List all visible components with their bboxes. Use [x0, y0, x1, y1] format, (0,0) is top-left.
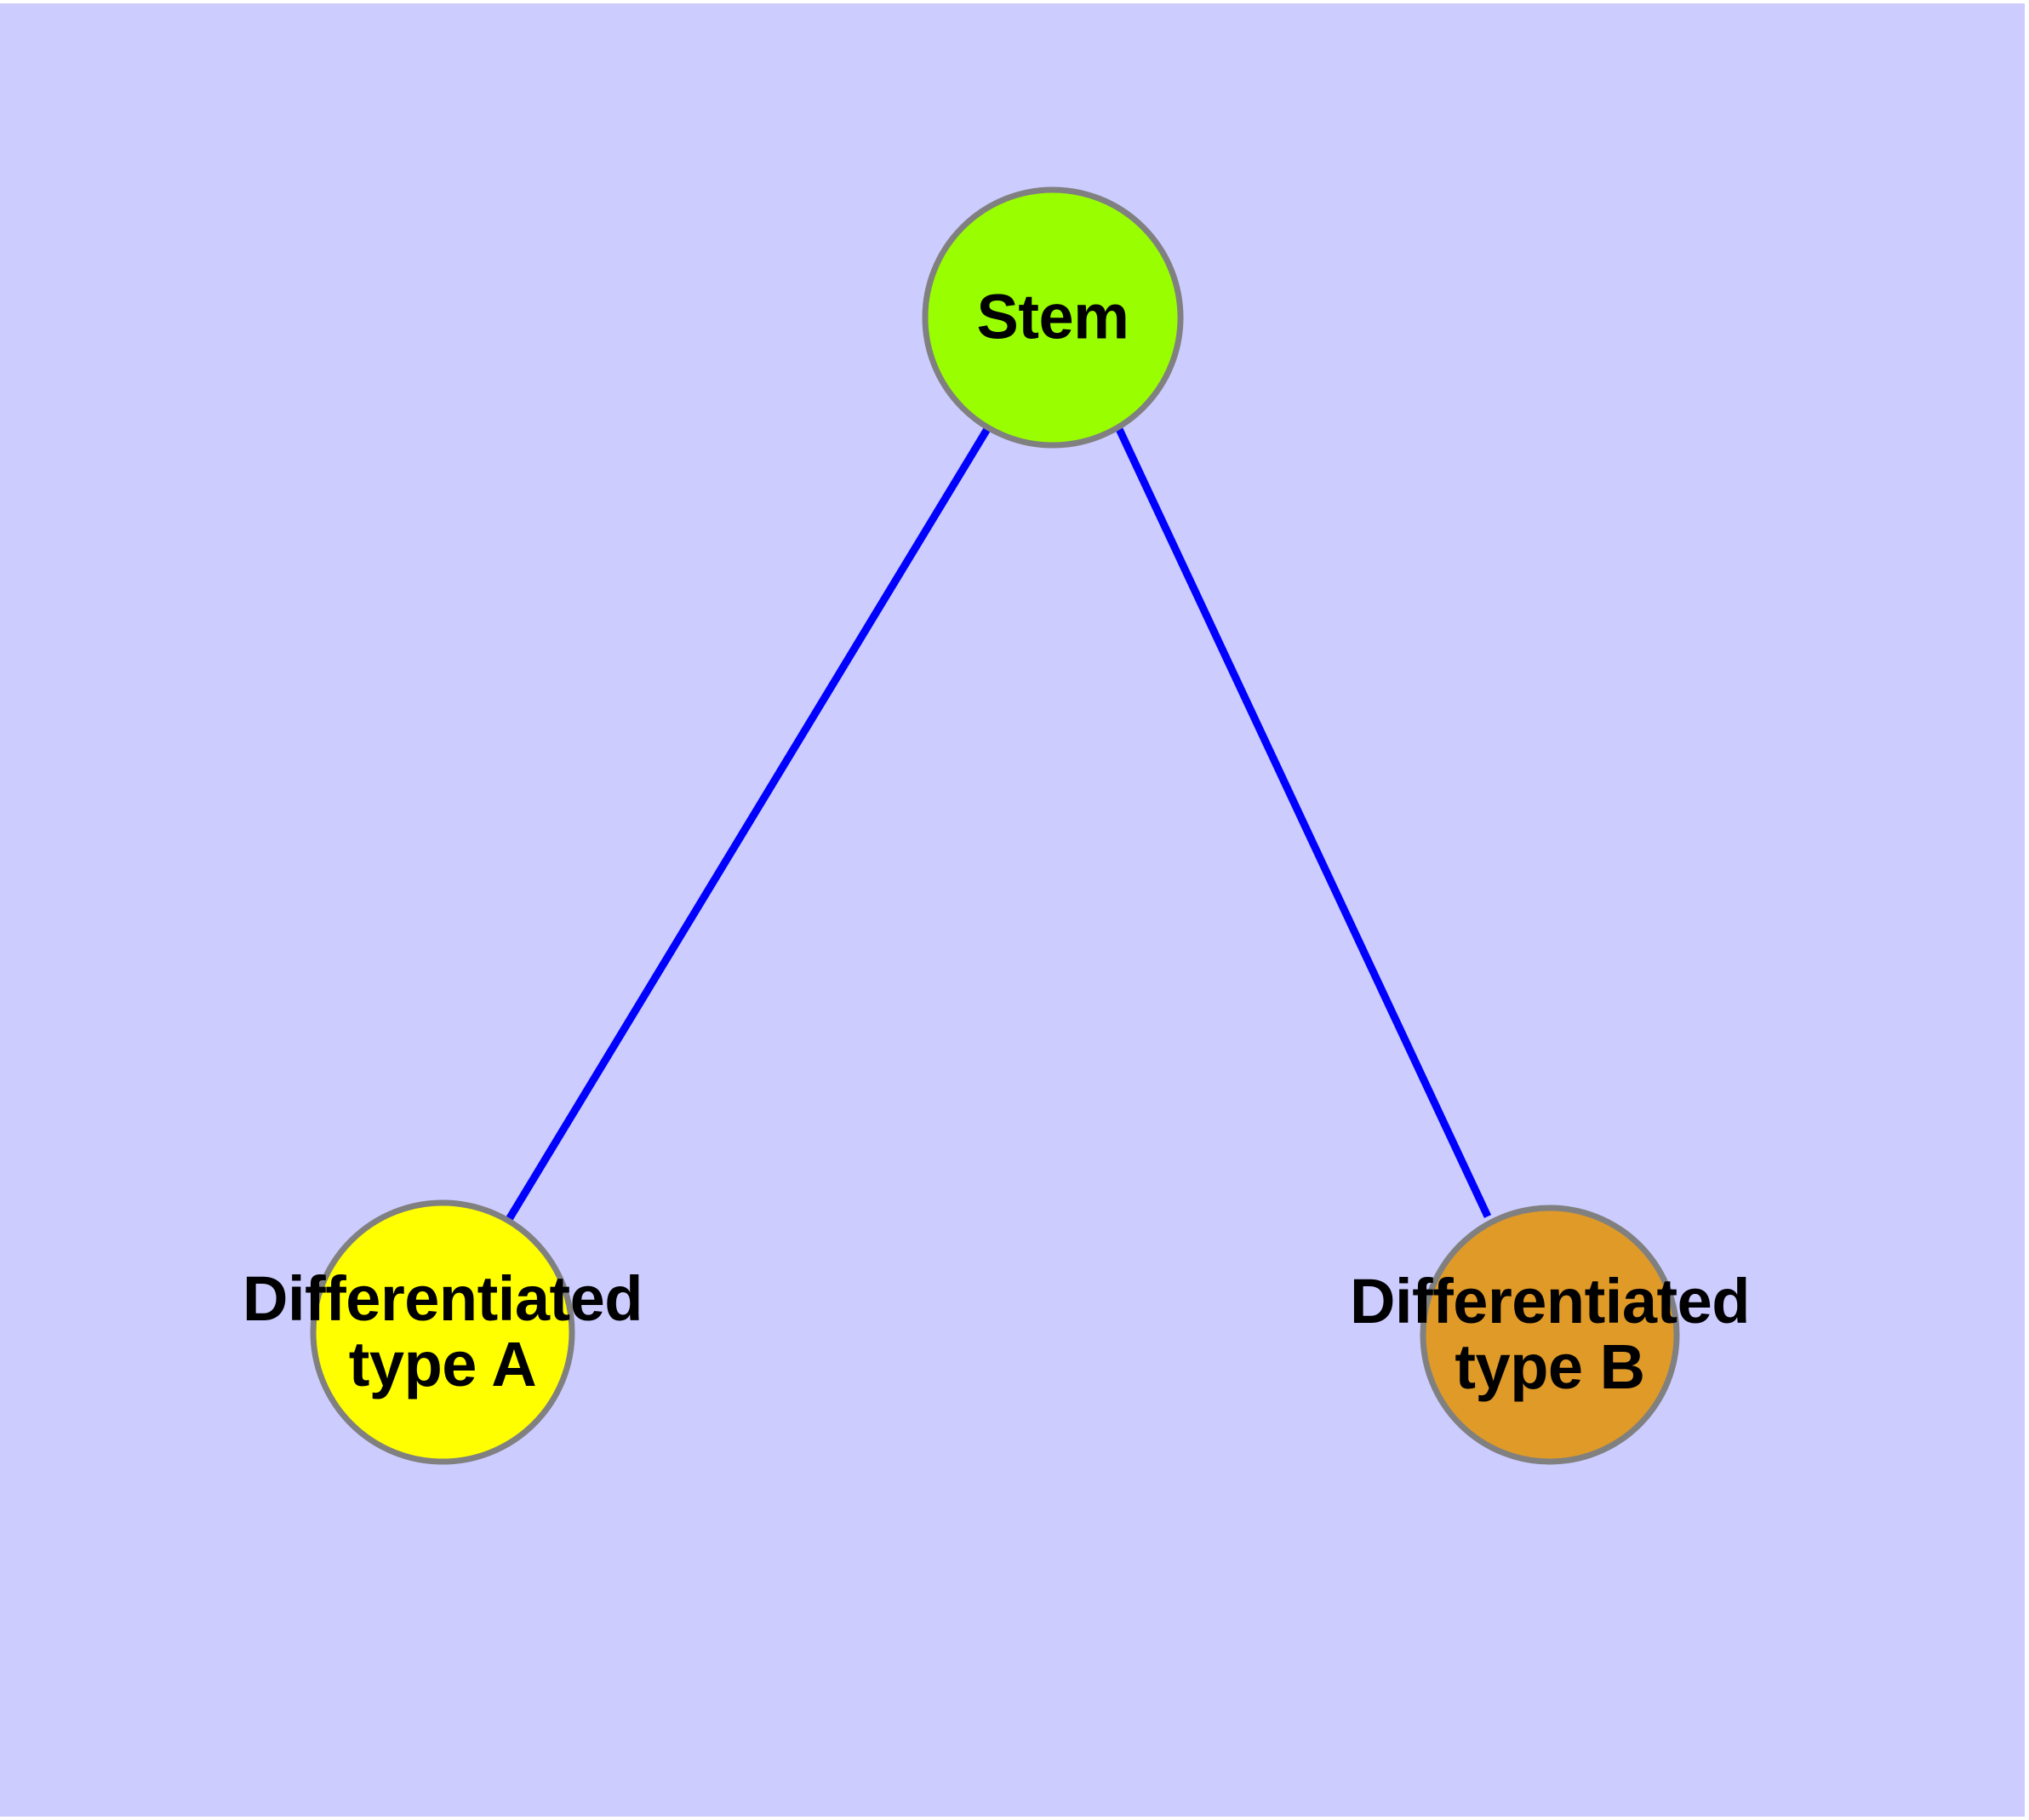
edge-stem-to-differentiated-type-b [1115, 427, 1492, 1218]
edge-stem-to-differentiated-type-a [505, 426, 991, 1223]
node-stem[interactable] [922, 186, 1184, 449]
node-differentiated-type-b[interactable] [1420, 1205, 1680, 1465]
diagram-canvas: Stem Differentiated type A Differentiate… [0, 3, 2025, 1817]
node-layer [310, 186, 1680, 1465]
graph-svg [310, 186, 1680, 1465]
edge-layer [505, 426, 1492, 1223]
node-differentiated-type-a[interactable] [310, 1199, 575, 1465]
